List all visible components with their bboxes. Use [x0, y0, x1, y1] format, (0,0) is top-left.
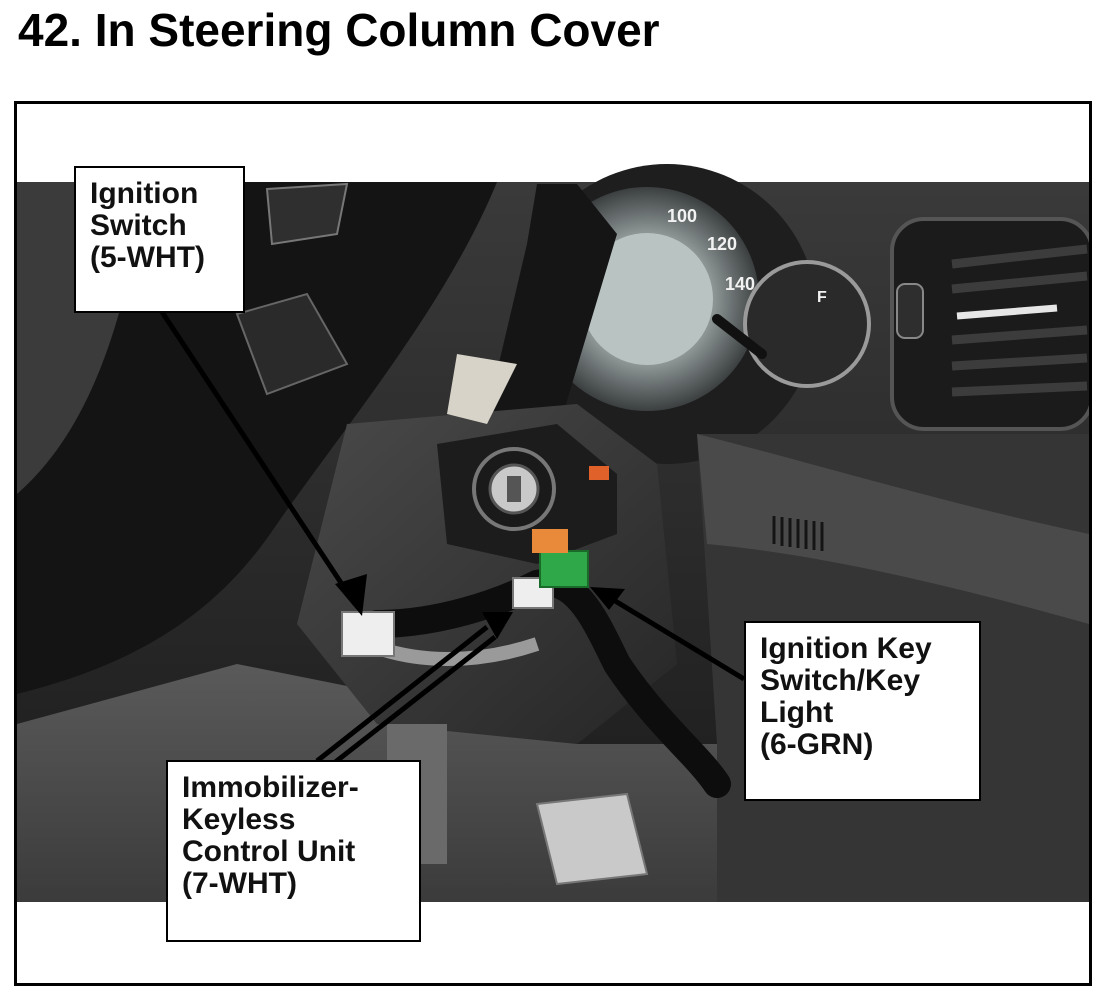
key-slot [507, 476, 521, 502]
column-bracket [447, 354, 517, 424]
callout-line: Immobilizer- [182, 771, 359, 804]
vent-knob [896, 283, 924, 339]
vent-slats [951, 244, 1088, 397]
air-vent [890, 217, 1089, 431]
arrow-key-switch [605, 593, 746, 682]
pedal-bracket [535, 792, 649, 886]
dash-ridge [697, 434, 1089, 624]
wire-harness [363, 568, 731, 798]
callout-line: Ignition Key [760, 632, 932, 665]
callout-line: (5-WHT) [90, 241, 205, 274]
fuel-gauge [743, 260, 871, 388]
dash-grille [772, 516, 824, 551]
callout-line: Switch/Key [760, 664, 921, 697]
gauge-label: F [817, 289, 827, 306]
gauge-label: 140 [725, 274, 755, 294]
gauge-needle [712, 314, 767, 359]
callout-line: (6-GRN) [760, 728, 874, 761]
arrow-immobilizer-a [315, 625, 489, 763]
wheel-controls [235, 292, 349, 396]
ignition-key-connector [539, 550, 589, 588]
callout-line: Light [760, 696, 834, 729]
photo-frame: 100 120 140 F [14, 101, 1092, 986]
callout-line: Ignition [90, 177, 199, 210]
callout-immobilizer: Immobilizer- Keyless Control Unit (7-WHT… [166, 760, 421, 942]
ignition-switch-connector [341, 611, 395, 657]
cruise-buttons [265, 182, 349, 246]
orange-tab [589, 466, 609, 480]
orange-connector [532, 529, 568, 553]
page-title: 42. In Steering Column Cover [18, 4, 660, 56]
callout-line: (7-WHT) [182, 867, 297, 900]
arrowheads [335, 574, 625, 639]
arrowhead-immobilizer [482, 612, 513, 639]
gauge-label: 100 [667, 206, 697, 226]
arrowhead-key-switch [590, 587, 625, 610]
callout-ignition-key-switch: Ignition Key Switch/Key Light (6-GRN) [744, 621, 981, 801]
callout-line: Control Unit [182, 835, 356, 868]
arrowhead-ignition-switch [335, 574, 367, 616]
vent-highlight [956, 304, 1058, 320]
cluster-display [581, 233, 713, 365]
arrow-ignition-switch [159, 310, 358, 606]
callout-arrows [159, 310, 746, 769]
callout-ignition-switch: Ignition Switch (5-WHT) [74, 166, 245, 313]
callout-line: Switch [90, 209, 187, 242]
gauge-label: 120 [707, 234, 737, 254]
signal-stalk [487, 184, 617, 434]
callout-line: Keyless [182, 803, 296, 836]
arrow-immobilizer-b [327, 635, 497, 769]
